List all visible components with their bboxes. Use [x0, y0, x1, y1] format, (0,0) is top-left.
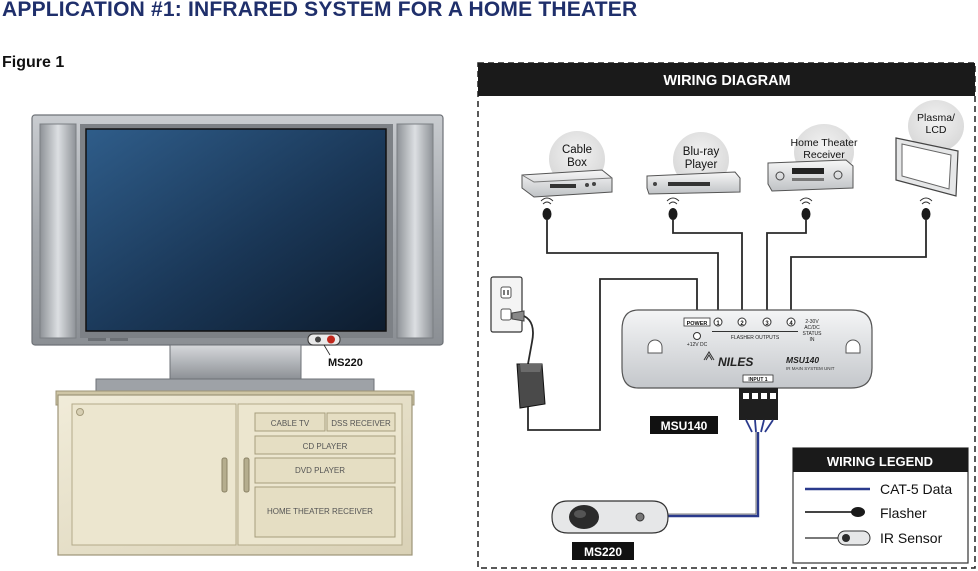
flasher-cable-box: [540, 197, 554, 220]
hub-flasher-outputs: FLASHER OUTPUTS: [731, 335, 780, 341]
cable-box-device: [521, 131, 613, 198]
wiring-diagram-header-bar: [478, 63, 975, 96]
cat5-cable: [666, 432, 760, 518]
shelf-home-theater-receiver: HOME THEATER RECEIVER: [267, 507, 373, 516]
legend-header: WIRING LEGEND: [827, 454, 933, 469]
hub-status-line1: 2-30V: [805, 319, 819, 325]
flasher-wires: [546, 220, 927, 318]
plasma-lcd-device: [895, 100, 964, 197]
wiring-legend: [792, 447, 969, 564]
hub-power-label: POWER: [687, 321, 708, 327]
tv-illustration: [31, 114, 444, 392]
hub-input-label: INPUT 1: [748, 377, 767, 383]
legend-item-flasher: Flasher: [880, 505, 927, 521]
hub-output-2: 2: [740, 321, 744, 327]
msu140-hub: [621, 309, 873, 389]
wall-outlet: [490, 276, 525, 333]
media-cabinet: [55, 390, 415, 556]
page-title: APPLICATION #1: INFRARED SYSTEM FOR A HO…: [2, 0, 638, 21]
bluray-device: [646, 132, 741, 195]
hub-status-line2: AC/DC: [804, 325, 820, 331]
shelf-cable-tv: CABLE TV: [271, 419, 310, 428]
msu140-tag: MSU140: [661, 419, 708, 433]
flasher-emitters: [540, 197, 933, 220]
tv-sensor-label: MS220: [328, 357, 363, 369]
legend-item-cat5: CAT-5 Data: [880, 481, 952, 497]
tv-ms220-sensor: [307, 333, 341, 356]
shelf-dvd-player: DVD PLAYER: [295, 466, 345, 475]
flasher-plasma: [919, 197, 933, 220]
hub-output-1: 1: [716, 321, 720, 327]
plasma-label-line2: LCD: [925, 124, 946, 136]
flasher-receiver: [799, 197, 813, 220]
msu140-tag-bg: [650, 416, 718, 434]
wiring-diagram-header: WIRING DIAGRAM: [663, 73, 790, 89]
legend-header-bar: [793, 448, 968, 472]
legend-ir-sensor-swatch: [805, 530, 871, 546]
shelf-dss-receiver: DSS RECEIVER: [331, 419, 391, 428]
legend-flasher-swatch: [805, 507, 865, 517]
plasma-label-line1: Plasma/: [917, 112, 955, 124]
receiver-label-line1: Home Theater: [791, 137, 858, 149]
hub-output-3: 3: [765, 321, 769, 327]
ms220-sensor: [551, 500, 669, 534]
cable-box-label-line1: Cable: [562, 144, 592, 156]
hub-output-4: 4: [789, 321, 793, 327]
cable-box-label-line2: Box: [567, 157, 587, 169]
figure-label: Figure 1: [2, 54, 65, 71]
ms220-tag-bg: [572, 542, 634, 560]
flasher-bluray: [666, 197, 680, 220]
hub-status-line3: STATUS: [803, 331, 823, 337]
bluray-label-line2: Player: [685, 159, 718, 171]
shelf-cd-player: CD PLAYER: [303, 442, 348, 451]
hub-input-terminal: [739, 388, 778, 433]
bluray-label-line1: Blu-ray: [683, 146, 720, 158]
power-cord: [527, 278, 698, 431]
receiver-device: [767, 124, 854, 192]
hub-status-line4: IN: [810, 337, 815, 343]
legend-item-ir-sensor: IR Sensor: [880, 530, 943, 546]
hub-power-spec: +12V DC: [687, 342, 708, 348]
power-adapter: [516, 315, 546, 409]
receiver-label-line2: Receiver: [803, 149, 845, 161]
hub-subtitle: IR MAIN SYSTEM UNIT: [786, 366, 835, 371]
hub-model: MSU140: [786, 355, 819, 365]
ms220-tag: MS220: [584, 545, 622, 559]
cat5-cable-highlight: [666, 432, 757, 515]
hub-brand: NILES: [718, 355, 753, 369]
